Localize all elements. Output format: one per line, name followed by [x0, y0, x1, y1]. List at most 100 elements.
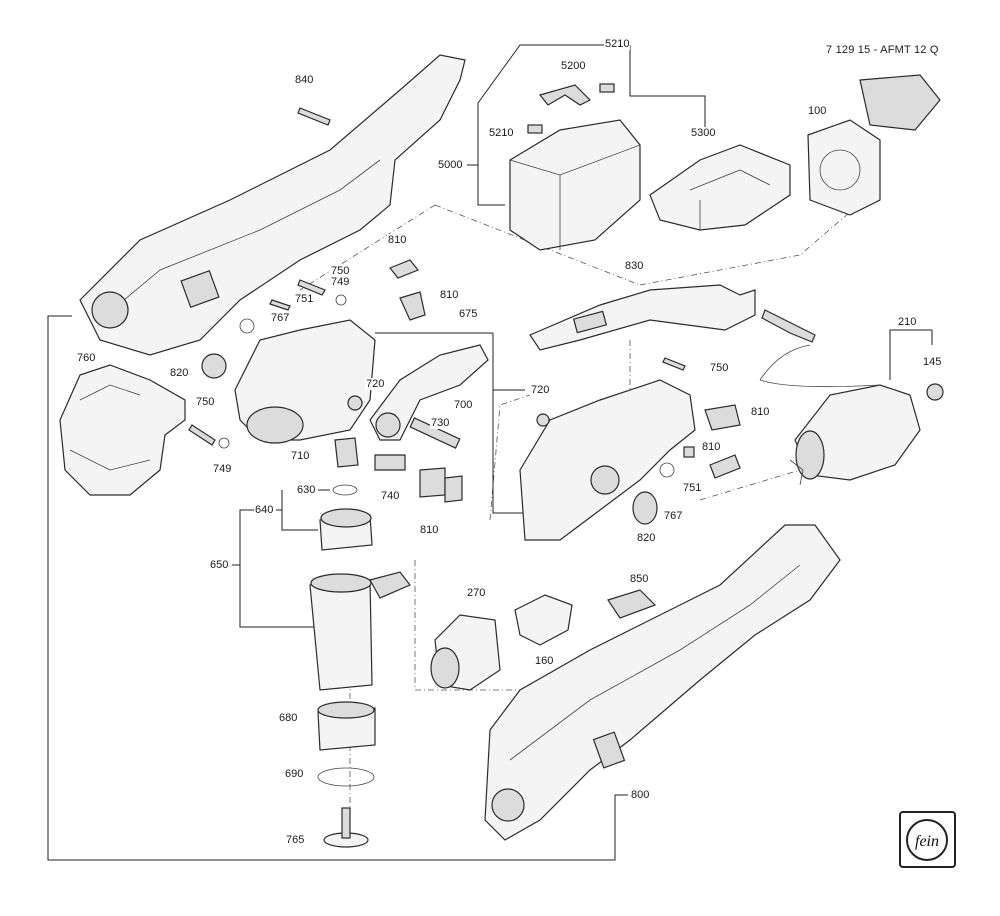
- block-710: [334, 437, 359, 468]
- bracket-650: [239, 509, 320, 628]
- label-840: 840: [294, 74, 315, 86]
- label-765: 765: [285, 834, 306, 846]
- label-850: 850: [629, 573, 650, 585]
- clip-5210-top: [599, 83, 615, 93]
- flange-765-stem: [341, 807, 351, 839]
- coupler-160: [514, 594, 573, 646]
- bracket-5210-5300: [629, 45, 706, 130]
- spindle-650: [309, 579, 373, 691]
- label-690: 690: [284, 768, 305, 780]
- label-720: 720: [365, 378, 386, 390]
- board-detail: [819, 149, 861, 191]
- ring-630: [332, 484, 358, 496]
- label-751: 751: [682, 482, 703, 494]
- handle-5200: [538, 84, 592, 106]
- label-5210: 5210: [488, 127, 515, 139]
- label-820: 820: [636, 532, 657, 544]
- clip-5210-side: [527, 124, 543, 134]
- label-750: 750: [709, 362, 730, 374]
- case-5000: [509, 119, 641, 251]
- label-5300: 5300: [690, 127, 717, 139]
- guide-line: [299, 204, 436, 291]
- washer-749-top: [335, 294, 347, 306]
- label-680: 680: [278, 712, 299, 724]
- switch-module-100: [859, 74, 941, 131]
- label-675: 675: [458, 308, 479, 320]
- label-810: 810: [701, 441, 722, 453]
- brush-810-d: [444, 475, 463, 503]
- label-830: 830: [624, 260, 645, 272]
- bearing-820-right: [632, 491, 658, 525]
- guide-line: [639, 194, 871, 286]
- brush-810-f: [709, 454, 741, 479]
- washer-749-left: [218, 437, 230, 449]
- housing-800-detail: [509, 564, 801, 761]
- brush-810-b: [399, 291, 426, 321]
- label-750: 750: [195, 396, 216, 408]
- label-760: 760: [76, 352, 97, 364]
- screw-750-left: [188, 424, 216, 446]
- label-800: 800: [630, 789, 651, 801]
- label-740: 740: [380, 490, 401, 502]
- insert-5300: [649, 144, 791, 231]
- slide-switch-830: [529, 284, 756, 351]
- label-630: 630: [296, 484, 317, 496]
- slide-button: [572, 310, 608, 334]
- motor-wires: [759, 344, 881, 388]
- washer-767: [239, 318, 255, 334]
- label-750: 750: [330, 265, 351, 277]
- case-edges: [509, 144, 641, 250]
- bracket-210: [889, 329, 933, 380]
- bushing-720-left: [347, 395, 363, 411]
- guide-line: [414, 560, 590, 691]
- pad-850: [607, 589, 657, 619]
- motor-fan: [789, 459, 804, 486]
- housing-pivot: [91, 291, 129, 329]
- label-820: 820: [169, 367, 190, 379]
- fein-logo-text: fein: [915, 833, 939, 850]
- label-700: 700: [453, 399, 474, 411]
- guide-line: [699, 469, 801, 501]
- screw-840: [297, 107, 331, 126]
- bracket-675: [492, 333, 523, 514]
- gear-housing-right-bore: [590, 465, 620, 495]
- label-270: 270: [466, 587, 487, 599]
- label-810: 810: [439, 289, 460, 301]
- gear-housing-right-675: [519, 379, 696, 541]
- motor-connector: [761, 309, 816, 343]
- bearing-820: [201, 353, 227, 379]
- brush-810-c: [419, 467, 446, 498]
- ring-690: [317, 767, 375, 787]
- motor-face: [795, 430, 825, 480]
- label-710: 710: [290, 450, 311, 462]
- washer-767-right: [659, 462, 675, 478]
- bearing-640-top: [320, 508, 372, 528]
- label-767: 767: [663, 510, 684, 522]
- housing-half-840: [79, 54, 466, 356]
- label-160: 160: [534, 655, 555, 667]
- motor-210: [794, 384, 921, 481]
- label-810: 810: [419, 524, 440, 536]
- bracket-800: [47, 315, 628, 861]
- housing-switch-window: [180, 269, 220, 309]
- bracket-640: [276, 490, 318, 531]
- clip-740: [374, 454, 406, 471]
- housing-detail: [99, 159, 381, 321]
- label-810: 810: [387, 234, 408, 246]
- lever-pivot: [375, 412, 401, 438]
- screw-750-right: [662, 357, 686, 371]
- housing-800-badge: [592, 731, 626, 769]
- cap-145: [926, 383, 944, 401]
- brush-810-e: [704, 404, 741, 431]
- bracket-5000: [477, 44, 630, 206]
- label-749: 749: [212, 463, 233, 475]
- label-810: 810: [750, 406, 771, 418]
- electronics-board-100: [807, 119, 881, 216]
- gear-housing-bore: [246, 406, 304, 444]
- label-767: 767: [270, 312, 291, 324]
- bushing-720-right: [536, 413, 550, 427]
- label-5200: 5200: [560, 60, 587, 72]
- screw-751-right: [683, 446, 695, 458]
